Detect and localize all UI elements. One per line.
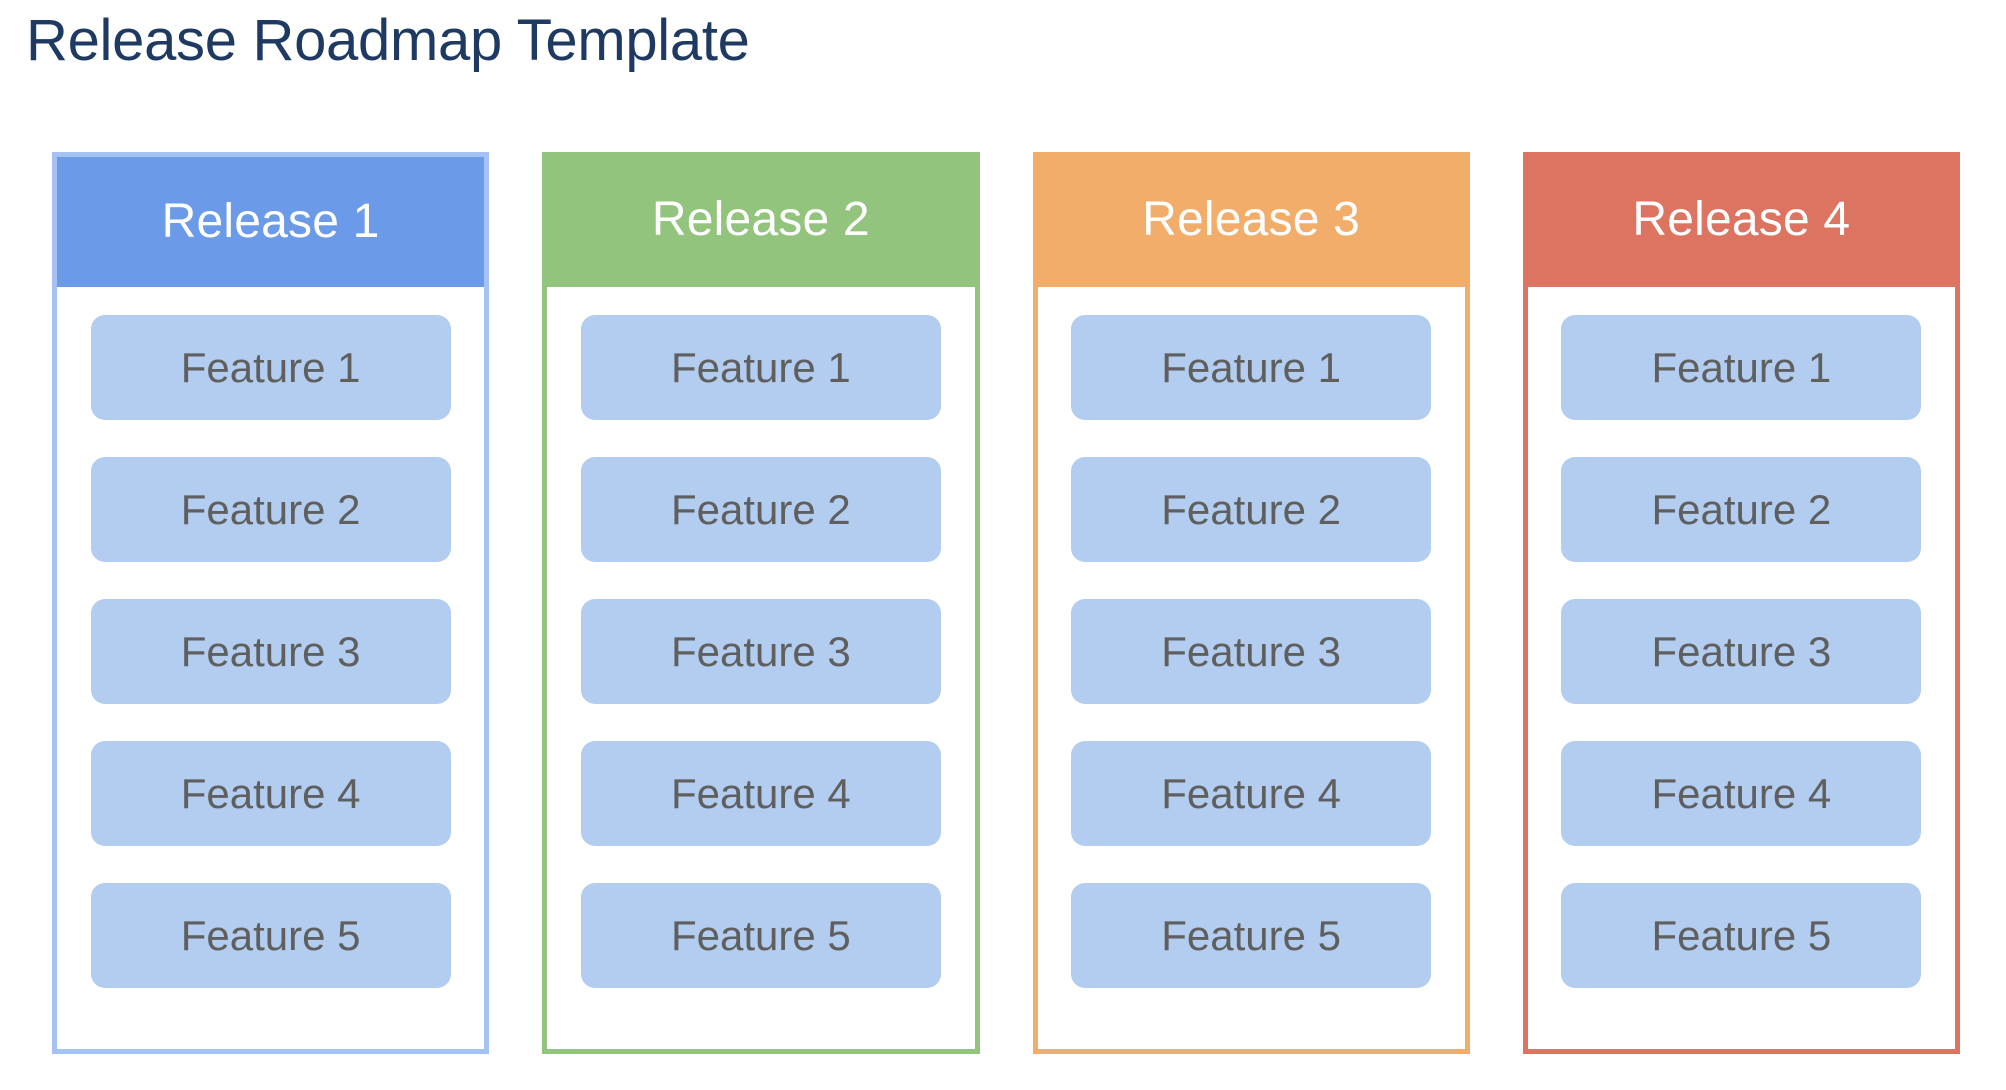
release-feature-list-3: Feature 1 Feature 2 Feature 3 Feature 4 … [1037, 287, 1465, 1049]
feature-label: Feature 4 [1161, 769, 1342, 817]
feature-item[interactable]: Feature 3 [1561, 599, 1922, 704]
feature-item[interactable]: Feature 1 [90, 315, 451, 420]
feature-label: Feature 4 [180, 769, 361, 817]
feature-item[interactable]: Feature 5 [580, 883, 941, 988]
feature-label: Feature 2 [180, 485, 361, 533]
feature-label: Feature 1 [180, 343, 361, 391]
feature-label: Feature 2 [1651, 485, 1832, 533]
feature-item[interactable]: Feature 3 [1071, 599, 1432, 704]
feature-label: Feature 5 [1161, 911, 1342, 959]
feature-label: Feature 5 [180, 911, 361, 959]
column-gap [1470, 152, 1523, 1054]
feature-label: Feature 1 [670, 343, 851, 391]
feature-item[interactable]: Feature 2 [90, 457, 451, 562]
feature-item[interactable]: Feature 2 [1071, 457, 1432, 562]
feature-label: Feature 5 [1651, 911, 1832, 959]
feature-label: Feature 3 [670, 627, 851, 675]
page-title: Release Roadmap Template [26, 8, 750, 73]
feature-item[interactable]: Feature 2 [580, 457, 941, 562]
release-header-label: Release 2 [651, 192, 870, 246]
release-column-1[interactable]: Release 1 Feature 1 Feature 2 Feature 3 … [52, 152, 490, 1054]
feature-label: Feature 4 [1651, 769, 1832, 817]
feature-label: Feature 3 [1161, 627, 1342, 675]
feature-item[interactable]: Feature 4 [580, 741, 941, 846]
feature-item[interactable]: Feature 5 [1071, 883, 1432, 988]
release-header-label: Release 4 [1632, 192, 1851, 246]
feature-label: Feature 4 [670, 769, 851, 817]
feature-label: Feature 2 [1161, 485, 1342, 533]
feature-item[interactable]: Feature 5 [1561, 883, 1922, 988]
release-feature-list-4: Feature 1 Feature 2 Feature 3 Feature 4 … [1527, 287, 1955, 1049]
release-header-2[interactable]: Release 2 [542, 152, 980, 287]
release-header-1[interactable]: Release 1 [57, 157, 485, 287]
feature-label: Feature 5 [670, 911, 851, 959]
release-header-3[interactable]: Release 3 [1032, 152, 1470, 287]
feature-item[interactable]: Feature 3 [580, 599, 941, 704]
feature-item[interactable]: Feature 4 [90, 741, 451, 846]
release-feature-list-1: Feature 1 Feature 2 Feature 3 Feature 4 … [57, 287, 485, 1049]
feature-item[interactable]: Feature 5 [90, 883, 451, 988]
feature-label: Feature 3 [180, 627, 361, 675]
feature-item[interactable]: Feature 1 [1071, 315, 1432, 420]
feature-label: Feature 2 [670, 485, 851, 533]
feature-item[interactable]: Feature 4 [1071, 741, 1432, 846]
release-column-3[interactable]: Release 3 Feature 1 Feature 2 Feature 3 … [1032, 152, 1470, 1054]
release-header-4[interactable]: Release 4 [1522, 152, 1960, 287]
release-header-label: Release 1 [161, 195, 380, 248]
feature-label: Feature 1 [1161, 343, 1342, 391]
feature-item[interactable]: Feature 1 [580, 315, 941, 420]
feature-label: Feature 3 [1651, 627, 1832, 675]
column-gap [980, 152, 1033, 1054]
release-feature-list-2: Feature 1 Feature 2 Feature 3 Feature 4 … [547, 287, 975, 1049]
release-column-4[interactable]: Release 4 Feature 1 Feature 2 Feature 3 … [1522, 152, 1960, 1054]
feature-item[interactable]: Feature 1 [1561, 315, 1922, 420]
feature-item[interactable]: Feature 3 [90, 599, 451, 704]
roadmap-board: Release 1 Feature 1 Feature 2 Feature 3 … [52, 152, 1960, 1054]
column-gap [489, 152, 542, 1054]
release-header-label: Release 3 [1142, 192, 1361, 246]
feature-item[interactable]: Feature 2 [1561, 457, 1922, 562]
release-column-2[interactable]: Release 2 Feature 1 Feature 2 Feature 3 … [542, 152, 980, 1054]
feature-label: Feature 1 [1651, 343, 1832, 391]
feature-item[interactable]: Feature 4 [1561, 741, 1922, 846]
